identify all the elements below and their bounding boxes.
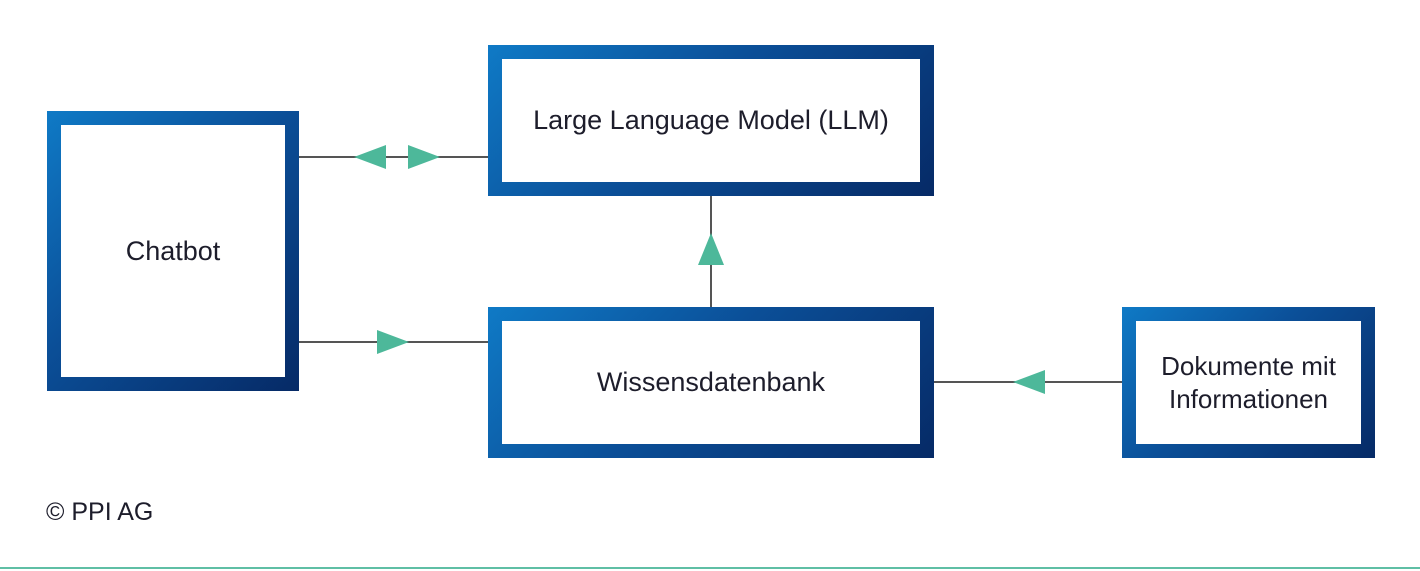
node-chatbot: Chatbot [47, 111, 299, 391]
copyright-notice: © PPI AG [46, 498, 154, 526]
node-documents: Dokumente mit Informationen [1122, 307, 1375, 458]
node-llm-label: Large Language Model (LLM) [533, 105, 889, 135]
arrowhead-right-icon [377, 330, 409, 354]
node-documents-label: Dokumente mit Informationen [1161, 350, 1336, 414]
node-chatbot-label: Chatbot [125, 235, 221, 266]
node-llm: Large Language Model (LLM) [488, 45, 934, 196]
node-knowledge-base-label: Wissensdatenbank [596, 367, 826, 397]
arrowhead-up-icon [698, 233, 724, 265]
footer-divider [0, 567, 1420, 569]
node-knowledge-base: Wissensdatenbank [488, 307, 934, 458]
arrowhead-left-icon [354, 145, 386, 169]
arrowhead-left-icon [1013, 370, 1045, 394]
arrowhead-right-icon [408, 145, 440, 169]
